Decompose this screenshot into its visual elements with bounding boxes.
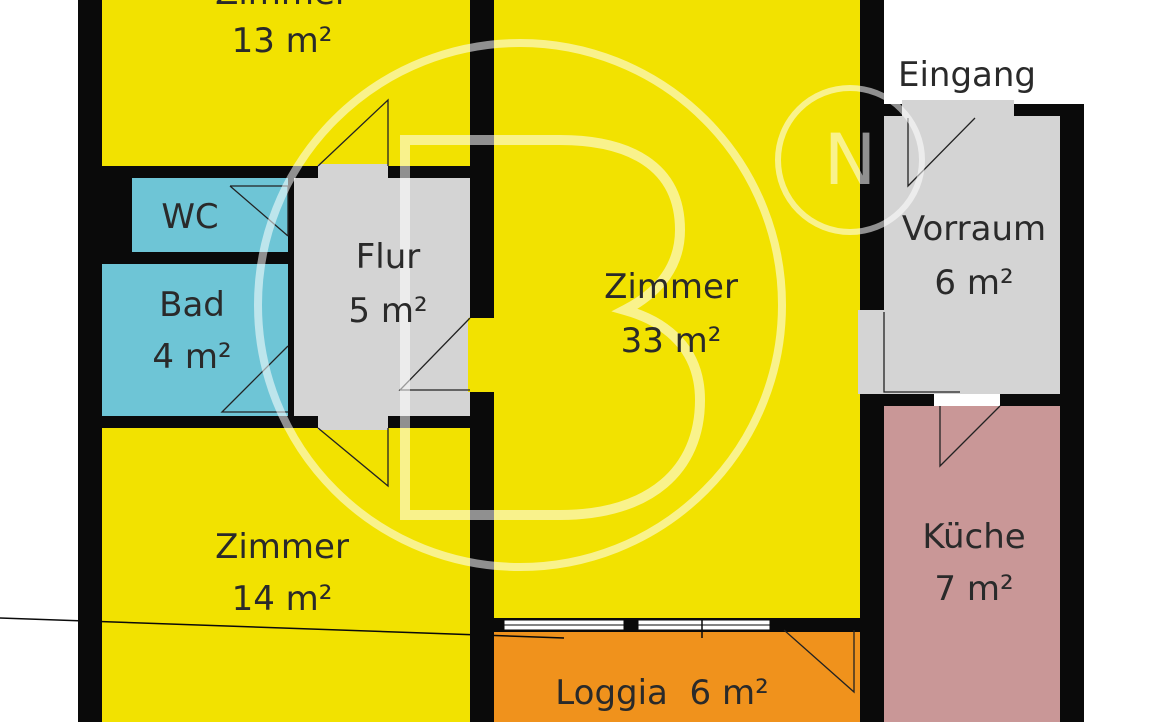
loggia-label: Loggia 6 m² xyxy=(555,673,768,713)
watermark-n-badge xyxy=(775,85,925,235)
doorway-entrance xyxy=(902,100,1014,116)
zimmer-top-area: 13 m² xyxy=(232,21,333,61)
wall-bottom-horizontal xyxy=(78,416,318,428)
doorway-main-vorraum xyxy=(858,310,886,394)
door-swing-flur-top xyxy=(317,98,389,167)
zimmer-main-area: 33 m² xyxy=(621,321,722,361)
flur-area: 5 m² xyxy=(348,291,427,331)
door-swing-kueche xyxy=(939,405,1001,468)
zimmer-main-name: Zimmer xyxy=(604,267,738,307)
kueche-name: Küche xyxy=(922,517,1025,557)
entrance-label: Eingang xyxy=(898,55,1036,95)
zimmer-top-name: Zimmer xyxy=(215,0,349,13)
wall-wc-west xyxy=(78,178,132,252)
doorway-main-flur xyxy=(468,318,496,392)
watermark-logo xyxy=(254,39,925,571)
wall-wc-bad xyxy=(102,252,292,264)
zimmer-bottom-name: Zimmer xyxy=(215,527,349,567)
doorway-flur-bottom xyxy=(318,416,388,430)
vorraum-name: Vorraum xyxy=(902,209,1046,249)
room-wc xyxy=(132,178,288,252)
room-loggia xyxy=(494,632,860,722)
wall-east-outer xyxy=(1060,105,1084,722)
bad-area: 4 m² xyxy=(152,337,231,377)
door-swing-vorraum xyxy=(883,312,960,393)
wall-bottom-horizontal-right xyxy=(388,416,478,428)
kueche-area: 7 m² xyxy=(934,569,1013,609)
vorraum-area: 6 m² xyxy=(934,263,1013,303)
door-swing-loggia xyxy=(783,629,855,694)
flur-name: Flur xyxy=(356,237,421,277)
wall-vorraum-top-right xyxy=(1014,104,1084,116)
wall-bad-flur xyxy=(288,178,294,418)
bad-name: Bad xyxy=(159,285,225,325)
wall-top-horizontal xyxy=(78,166,318,178)
wall-vorraum-kueche-right xyxy=(1000,394,1084,406)
wall-top-horizontal-right xyxy=(388,166,478,178)
watermark-n-text: N xyxy=(824,119,876,201)
loggia-window-left-divider xyxy=(0,617,565,639)
watermark-b-letter xyxy=(400,135,706,520)
door-swing-entrance xyxy=(907,117,976,188)
door-swing-flur-bottom xyxy=(317,427,389,488)
wall-west xyxy=(78,0,102,722)
wc-name: WC xyxy=(161,197,218,237)
wall-vorraum-kueche xyxy=(884,394,934,406)
room-zimmer-bottom xyxy=(102,428,470,722)
room-flur xyxy=(292,178,470,418)
doorway-flur-top xyxy=(318,164,388,180)
room-kueche xyxy=(884,406,1060,722)
zimmer-bottom-area: 14 m² xyxy=(232,579,333,619)
room-vorraum xyxy=(884,114,1060,394)
watermark-circle xyxy=(254,39,786,571)
